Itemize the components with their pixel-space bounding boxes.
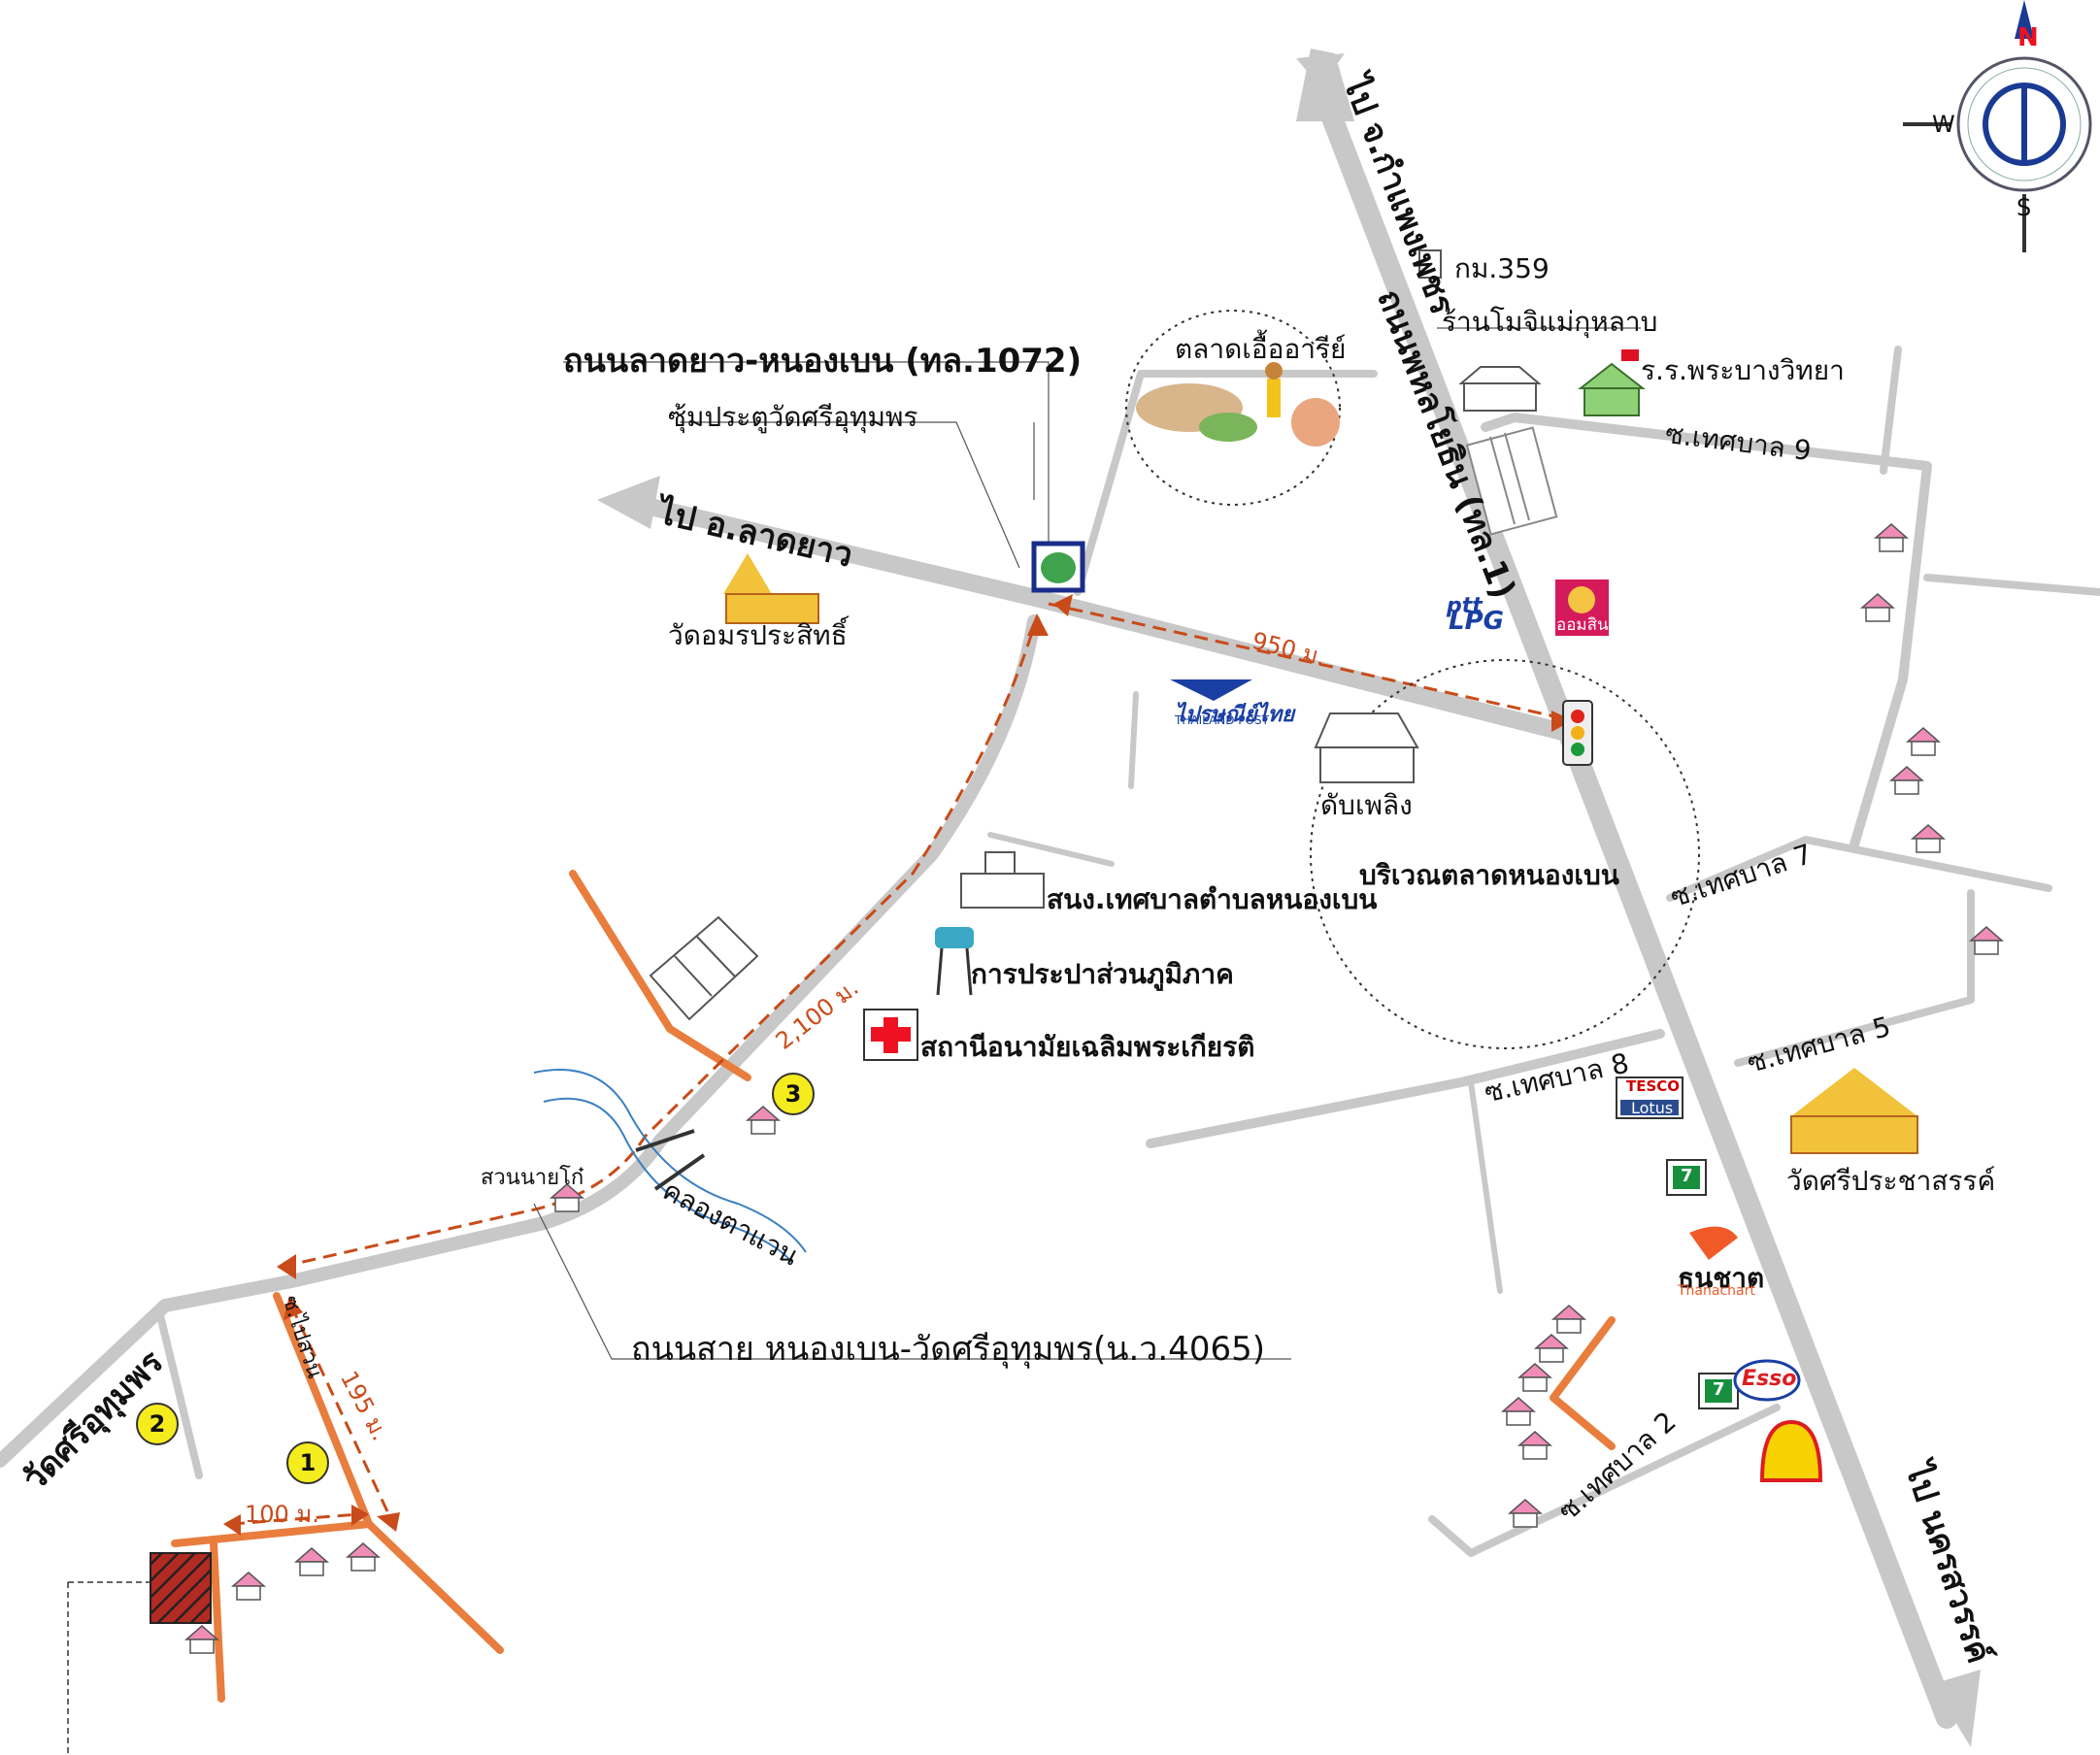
canal-waterway <box>533 1069 807 1263</box>
marker-2: 2 <box>136 1403 179 1445</box>
thai-flag-icon <box>1621 349 1639 361</box>
traffic-light-icon <box>1562 700 1593 766</box>
thanachart-en-label: Thanachart <box>1678 1283 1755 1299</box>
school-label: ร.ร.พระบางวิทยา <box>1641 354 1845 386</box>
road-1072 <box>613 491 1586 745</box>
road-network <box>0 77 2100 1729</box>
local-roads <box>171 870 1616 1703</box>
compass-n-label: N <box>2017 23 2039 52</box>
wat-amon-icon <box>723 553 819 624</box>
gate-label: ซุ้มประตูวัดศรีอุทุมพร <box>668 401 918 433</box>
km-label: กม.359 <box>1454 252 1550 284</box>
school-building-icon <box>1578 362 1646 416</box>
esso-label: Esso <box>1742 1367 1797 1391</box>
health-cross-icon <box>863 1009 918 1061</box>
highway-1-road <box>1310 77 1957 1729</box>
tesco-label: TESCO <box>1626 1077 1681 1095</box>
fire-station-label: ดับเพลิง <box>1320 789 1413 821</box>
garden-label: สวนนายโก๋ <box>481 1166 584 1190</box>
market-circle <box>1125 310 1341 506</box>
municipal-label: สนง.เทศบาลตำบลหนองเบน <box>1047 883 1378 915</box>
wat-sri-prachasan-icon <box>1790 1068 1918 1154</box>
marker-1: 1 <box>286 1441 329 1484</box>
thanachart-label: ธนชาต <box>1678 1262 1765 1294</box>
water-authority-label: การประปาส่วนภูมิภาค <box>971 958 1234 990</box>
market-area-label: บริเวณตลาดหนองเบน <box>1359 859 1619 891</box>
road-4065-label: ถนนสาย หนองเบน-วัดศรีอุทุมพร(น.ว.4065) <box>631 1330 1265 1369</box>
wat-sri-prachasan-label: วัดศรีประชาสรรค์ <box>1786 1165 1996 1197</box>
esso-logo-icon <box>1733 1359 1801 1402</box>
distance-100: 100 ม. <box>245 1501 319 1528</box>
seven-eleven-label-2: 7 <box>1713 1379 1725 1400</box>
shop-building-icon <box>1458 366 1542 412</box>
arrow-west-laddao <box>597 476 660 529</box>
seven-eleven-icon-1 <box>1666 1159 1707 1196</box>
shell-logo-icon <box>1759 1419 1823 1482</box>
target-plot <box>150 1552 212 1624</box>
route-arrowheads <box>223 594 1573 1536</box>
arrow-south-nakhon <box>1932 1670 1981 1747</box>
marker-3: 3 <box>772 1073 815 1115</box>
shop-label: ร้านโมจิแม่กุหลาบ <box>1442 306 1658 338</box>
municipal-office-icon <box>960 851 1045 909</box>
water-tower-icon <box>935 927 974 996</box>
lotus-label: Lotus <box>1631 1099 1674 1117</box>
road-4065 <box>0 614 1041 1468</box>
fire-station-icon <box>1314 712 1419 783</box>
market-area-circle <box>1310 659 1700 1049</box>
road-1072-label: ถนนลาดยาว-หนองเบน (ทล.1072) <box>563 342 1083 381</box>
thanachart-logo-icon <box>1689 1226 1738 1260</box>
houses <box>185 523 2003 1654</box>
thailand-post-icon <box>1170 679 1252 701</box>
seven-eleven-icon-2 <box>1698 1373 1739 1409</box>
lpg-label: LPG <box>1449 607 1504 636</box>
lpg-ptt-label: ptt <box>1447 594 1483 618</box>
market-illustration <box>1136 362 1340 447</box>
post-label: ไปรษณีย์ไทย <box>1175 703 1295 727</box>
bank-label: ออมสิน <box>1556 615 1609 635</box>
wat-amon-label: วัดอมรประสิทธิ์ <box>668 619 848 651</box>
market-name-label: ตลาดเอื้ออารีย์ <box>1175 333 1347 365</box>
parking-lot <box>649 915 759 1021</box>
compass-w-label: W <box>1932 111 1955 138</box>
health-station-label: สถานีอนามัยเฉลิมพระเกียรติ <box>920 1031 1255 1063</box>
route-line <box>230 602 1564 1526</box>
km-marker-icon <box>1418 249 1442 279</box>
crosswalk <box>1465 426 1558 536</box>
post-en-label: THAILAND POST <box>1175 713 1269 727</box>
compass-s-label: S <box>2017 194 2032 221</box>
compass-rose-icon <box>1903 0 2092 252</box>
seven-eleven-label-1: 7 <box>1681 1166 1693 1186</box>
